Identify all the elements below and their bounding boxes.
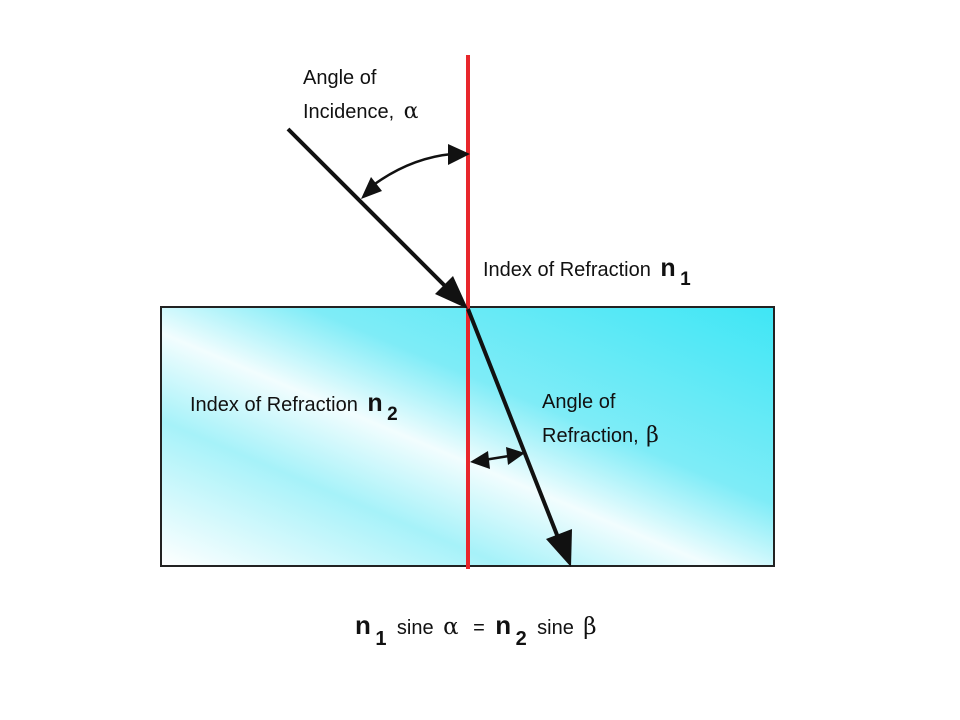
refracted-ray xyxy=(466,308,561,541)
alpha-symbol: α xyxy=(404,99,419,124)
incident-arrowhead xyxy=(435,276,468,309)
refraction-label-line2: Refraction, β xyxy=(542,423,659,448)
incident-ray xyxy=(286,127,449,290)
beta-symbol: β xyxy=(646,423,659,448)
incidence-label-line1: Angle of xyxy=(303,67,377,89)
incidence-arc-arrowhead-right xyxy=(448,144,470,165)
incidence-arc-arrowhead-left xyxy=(361,177,382,199)
snell-equation: n 1 sine α = n 2 sine β xyxy=(355,610,597,650)
refraction-arc-arrowhead-left xyxy=(470,451,490,469)
medium1-label: Index of Refraction n 1 xyxy=(483,254,691,290)
refracted-arrowhead xyxy=(546,529,572,567)
incidence-angle-arc xyxy=(371,152,453,188)
refraction-arc-arrowhead-right xyxy=(506,447,525,465)
refraction-label-line1: Angle of xyxy=(542,391,616,413)
incidence-label-line2: Incidence, α xyxy=(303,99,419,124)
medium2-label: Index of Refraction n 2 xyxy=(190,389,398,425)
